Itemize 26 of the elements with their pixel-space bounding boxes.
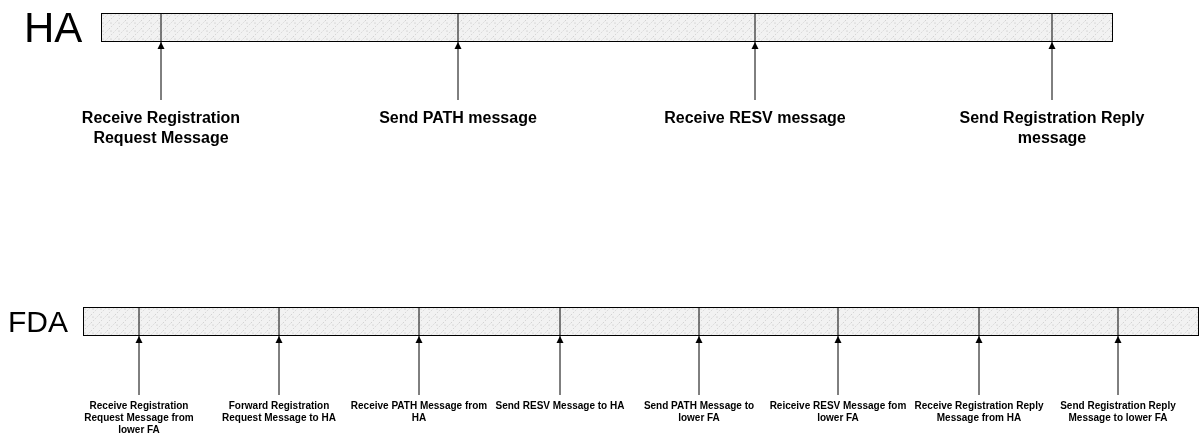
event-label: Receive Registration Request Message from lower FA (83, 400, 195, 437)
arrow (454, 41, 462, 101)
arrow (1048, 41, 1056, 101)
arrow (157, 41, 165, 101)
arrow (1114, 335, 1122, 396)
event-label: Send PATH message (379, 108, 537, 128)
event-label: Forward Registration Request Message to HA (221, 400, 337, 425)
event-label: Reiceive RESV Message fom lower FA (769, 400, 907, 425)
event-label: Receive Registration Reply Message from HA (913, 400, 1045, 425)
arrow (834, 335, 842, 396)
event-label: Receive PATH Message from HA (350, 400, 488, 425)
arrow (695, 335, 703, 396)
arrow (135, 335, 143, 396)
arrow (975, 335, 983, 396)
arrow (556, 335, 564, 396)
arrow (275, 335, 283, 396)
event-label: Send Registration Reply Message to lower FA (1059, 400, 1177, 425)
arrow (415, 335, 423, 396)
event-label: Receive Registration Request Message (80, 108, 242, 148)
event-label: Send Registration Reply message (958, 108, 1146, 148)
event-label: Receive RESV message (664, 108, 846, 128)
timeline-heading: HA (24, 7, 83, 49)
event-label: Send RESV Message to HA (495, 400, 625, 413)
arrow (751, 41, 759, 101)
event-label: Send PATH Message to lower FA (642, 400, 756, 425)
timeline-heading: FDA (8, 307, 68, 337)
